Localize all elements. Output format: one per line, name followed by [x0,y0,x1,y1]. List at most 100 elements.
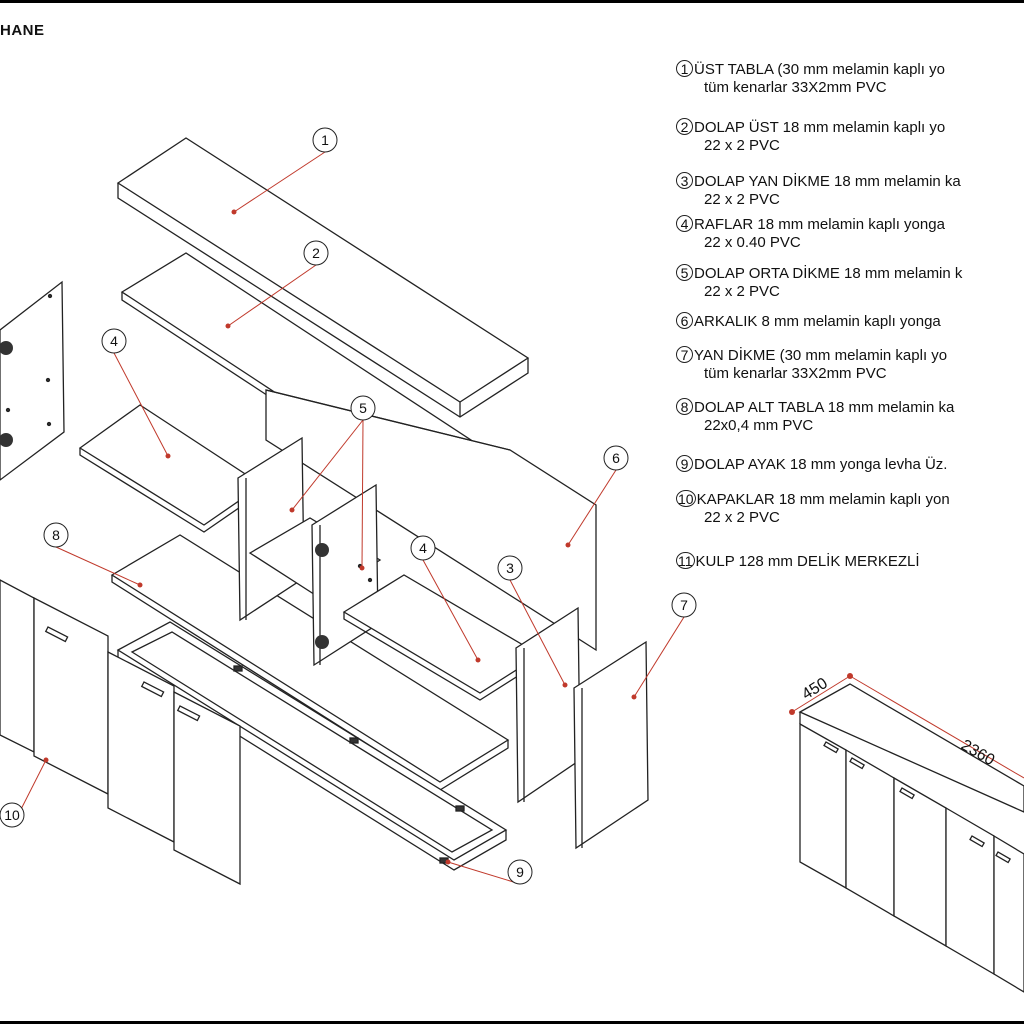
callout-number: 9 [516,864,524,880]
callout-7: 7 [631,592,697,700]
part-3-cabinet-side [515,606,581,804]
callout-circle [312,127,338,153]
callout-leader [361,419,364,569]
callout-marker [43,757,49,763]
callout-leader [422,559,479,661]
callout-leader [233,151,326,213]
part-4-shelf-left [78,404,264,533]
legend-number: 4 [676,215,693,232]
callout-leader [509,579,566,686]
legend-subtext: 22 x 2 PVC [704,283,780,300]
legend-text: ÜST TABLA (30 mm melamin kaplı yo [694,61,945,78]
callout-circle [303,240,329,266]
legend-subtext: 22 x 2 PVC [704,137,780,154]
legend-text: DOLAP YAN DİKME 18 mm melamin ka [694,173,961,190]
callout-leader [227,264,317,327]
callout-marker [631,694,637,700]
callout-marker [137,582,143,588]
legend-text: KULP 128 mm DELİK MERKEZLİ [695,553,920,570]
callout-4: 4 [410,535,481,663]
part-10-doors [0,579,241,886]
legend-text: DOLAP AYAK 18 mm yonga levha Üz. [694,456,948,473]
legend-subtext: tüm kenarlar 33X2mm PVC [704,365,887,382]
legend-number: 8 [676,398,693,415]
legend-text: DOLAP ORTA DİKME 18 mm melamin k [694,265,963,282]
callout-circle [410,535,436,561]
part-5-middle-upright-right [311,483,379,667]
callout-9: 9 [445,859,533,885]
legend-text: DOLAP ÜST 18 mm melamin kaplı yo [694,119,946,136]
callout-marker [231,209,237,215]
callout-leader [633,616,685,698]
callout-number: 7 [680,597,688,613]
callout-number: 5 [359,400,367,416]
callout-circle [671,592,697,618]
legend-subtext: tüm kenarlar 33X2mm PVC [704,79,887,96]
callout-4: 4 [101,328,171,459]
callout-number: 8 [52,527,60,543]
legend-number: 7 [676,346,693,363]
callout-6: 6 [565,445,629,548]
legend-number: 11 [676,552,695,569]
callout-leader [291,419,364,511]
callout-leader [113,352,169,457]
legend-number: 5 [676,264,693,281]
assembled-view: 450 2360 [789,673,1024,993]
callout-marker [289,507,295,513]
callout-marker [359,565,365,571]
legend-subtext: 22 x 2 PVC [704,191,780,208]
part-9-plinth-frame [116,621,508,871]
callout-marker [165,453,171,459]
callout-circle [0,802,25,828]
callout-number: 10 [4,807,20,823]
legend-text: DOLAP ALT TABLA 18 mm melamin ka [694,399,955,416]
legend-text: RAFLAR 18 mm melamin kaplı yonga [694,216,945,233]
callout-number: 4 [419,540,427,556]
callout-2: 2 [225,240,329,329]
callout-marker [445,859,451,865]
legend-subtext: 22 x 2 PVC [704,509,780,526]
callout-marker [565,542,571,548]
legend-number: 9 [676,455,693,472]
callout-number: 4 [110,333,118,349]
callout-marker [225,323,231,329]
legend-subtext: 22x0,4 mm PVC [704,417,814,434]
callout-circle [101,328,127,354]
callout-leader [567,469,617,546]
legend-number: 6 [676,312,693,329]
part-6-back-panel [265,389,597,652]
legend-number: 1 [676,60,693,77]
drawing-title: HANE [0,22,45,39]
legend-number: 10 [676,490,696,507]
callout-layer: 1 2 3 4 4 5 6 7 8 9 10 [0,127,697,885]
callout-10: 10 [0,757,49,828]
part-7-side-upright [573,640,649,850]
callout-number: 6 [612,450,620,466]
callout-5: 5 [289,395,376,571]
callout-circle [603,445,629,471]
legend-subtext: 22 x 0.40 PVC [704,234,801,251]
part-1-top-board [116,137,530,418]
callout-number: 2 [312,245,320,261]
callout-leader [55,546,141,586]
callout-leader [447,861,521,885]
legend-text: ARKALIK 8 mm melamin kaplı yonga [694,313,941,330]
callout-marker [562,682,568,688]
left-side-panel [0,280,65,481]
callout-1: 1 [231,127,338,215]
callout-marker [475,657,481,663]
callout-3: 3 [497,555,568,688]
